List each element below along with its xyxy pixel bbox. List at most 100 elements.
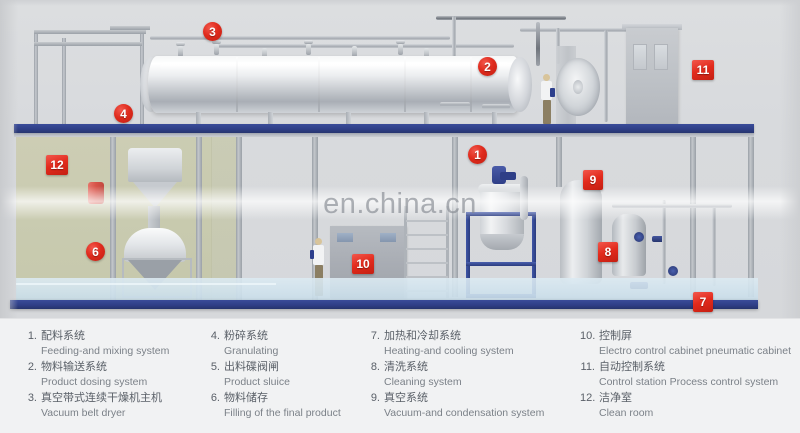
callout-marker-2[interactable]: 2 bbox=[478, 57, 497, 76]
structural-column bbox=[748, 137, 754, 297]
legend-item-number: 6. bbox=[210, 392, 220, 404]
process-pipe bbox=[436, 16, 566, 20]
scaffold-beam bbox=[34, 30, 146, 34]
legend-item-label-en: Cleaning system bbox=[384, 376, 462, 388]
dryer-seam bbox=[470, 57, 472, 112]
storage-mixer-body bbox=[124, 228, 186, 262]
callout-marker-7[interactable]: 7 bbox=[693, 292, 713, 312]
process-pipe bbox=[662, 200, 666, 284]
mixer-motor-arm bbox=[500, 172, 516, 180]
condensation-column bbox=[560, 180, 602, 284]
vacuum-pipe bbox=[520, 176, 528, 220]
callout-marker-9[interactable]: 9 bbox=[583, 170, 603, 190]
structural-column bbox=[236, 137, 242, 300]
legend-item-label-cn: 7.加热和冷却系统 bbox=[365, 329, 580, 344]
vessel-frame-leg bbox=[532, 212, 536, 298]
legend-item-label-cn: 3.真空带式连续干燥机主机 bbox=[22, 391, 205, 406]
valve-nub bbox=[306, 44, 311, 55]
valve-cap bbox=[212, 40, 221, 44]
valve-wheel bbox=[634, 232, 644, 242]
process-pipe bbox=[150, 36, 450, 40]
callout-marker-6[interactable]: 6 bbox=[86, 242, 105, 261]
mixing-vessel-bottom bbox=[480, 234, 524, 250]
legend-item-number: 8. bbox=[370, 361, 380, 373]
valve-nub bbox=[214, 44, 219, 55]
legend-item-text-cn: 物料输送系统 bbox=[41, 361, 107, 373]
legend-item-text-cn: 自动控制系统 bbox=[599, 361, 665, 373]
legend-item-label-en: Vacuum-and condensation system bbox=[384, 407, 545, 419]
legend-item-text-cn: 加热和冷却系统 bbox=[384, 330, 461, 342]
callout-marker-3[interactable]: 3 bbox=[203, 22, 222, 41]
valve-cap bbox=[304, 40, 313, 44]
legend-item-label-en: Vacuum belt dryer bbox=[41, 407, 126, 419]
stair-rail bbox=[446, 206, 449, 298]
worker-figure-upper bbox=[540, 74, 555, 124]
legend-item-label-cn: 2. 物料输送系统 bbox=[22, 360, 205, 375]
callout-marker-1[interactable]: 1 bbox=[468, 145, 487, 164]
lower-deck-slab bbox=[10, 300, 758, 309]
red-drum bbox=[88, 182, 104, 204]
callout-marker-8[interactable]: 8 bbox=[598, 242, 618, 262]
dryer-seam bbox=[236, 57, 238, 112]
legend-item-text-cn: 真空系统 bbox=[384, 392, 428, 404]
legend-item-number: 5. bbox=[210, 361, 220, 373]
valve-wheel bbox=[668, 266, 678, 276]
legend-item-label-en: Control station Process control system bbox=[599, 376, 779, 388]
scaffold-beam bbox=[110, 26, 150, 30]
granulator-body bbox=[128, 148, 182, 182]
right-edge-shade bbox=[780, 0, 800, 318]
valve-cap bbox=[176, 42, 185, 46]
legend-item-number: 9. bbox=[370, 392, 380, 404]
stair-step bbox=[406, 248, 448, 250]
dryer-support-leg bbox=[268, 112, 273, 126]
callout-marker-10[interactable]: 10 bbox=[352, 254, 374, 274]
process-pipe bbox=[452, 16, 456, 58]
legend-item-number: 4. bbox=[210, 330, 220, 342]
flange-fitting bbox=[440, 102, 470, 107]
callout-marker-4[interactable]: 4 bbox=[114, 104, 133, 123]
lower-floor bbox=[16, 278, 758, 302]
legend-item: 9. 真空系统 Vacuum-and condensation system bbox=[365, 391, 580, 421]
upper-deck-edge bbox=[14, 133, 754, 137]
callout-marker-12[interactable]: 12 bbox=[46, 155, 68, 175]
stair-step bbox=[406, 276, 448, 278]
structural-column bbox=[452, 137, 458, 297]
worker-head bbox=[315, 238, 322, 245]
valve-nub bbox=[178, 46, 183, 57]
cabinet-panel bbox=[380, 233, 396, 242]
valve-cap bbox=[396, 40, 405, 44]
structural-column bbox=[556, 137, 562, 187]
valve-nub bbox=[398, 44, 403, 55]
process-pipe bbox=[214, 44, 514, 48]
control-station-window bbox=[633, 44, 647, 70]
legend-item-number: 2. bbox=[27, 361, 37, 373]
worker-torso bbox=[541, 81, 552, 100]
structural-column bbox=[110, 137, 116, 300]
legend-item-text-cn: 配料系统 bbox=[41, 330, 85, 342]
legend-item-label-cn: 1.配料系统 bbox=[22, 329, 205, 344]
flange-fitting bbox=[482, 104, 510, 109]
legend-item-label-en: Heating-and cooling system bbox=[384, 345, 514, 357]
worker-legs bbox=[543, 100, 551, 124]
legend-item-label-en: Product sluice bbox=[224, 376, 290, 388]
process-pipe bbox=[612, 204, 732, 208]
dryer-support-leg bbox=[196, 112, 201, 126]
vessel-frame-rail bbox=[466, 262, 536, 266]
callout-marker-11[interactable]: 11 bbox=[692, 60, 714, 80]
process-pipe bbox=[520, 28, 640, 32]
